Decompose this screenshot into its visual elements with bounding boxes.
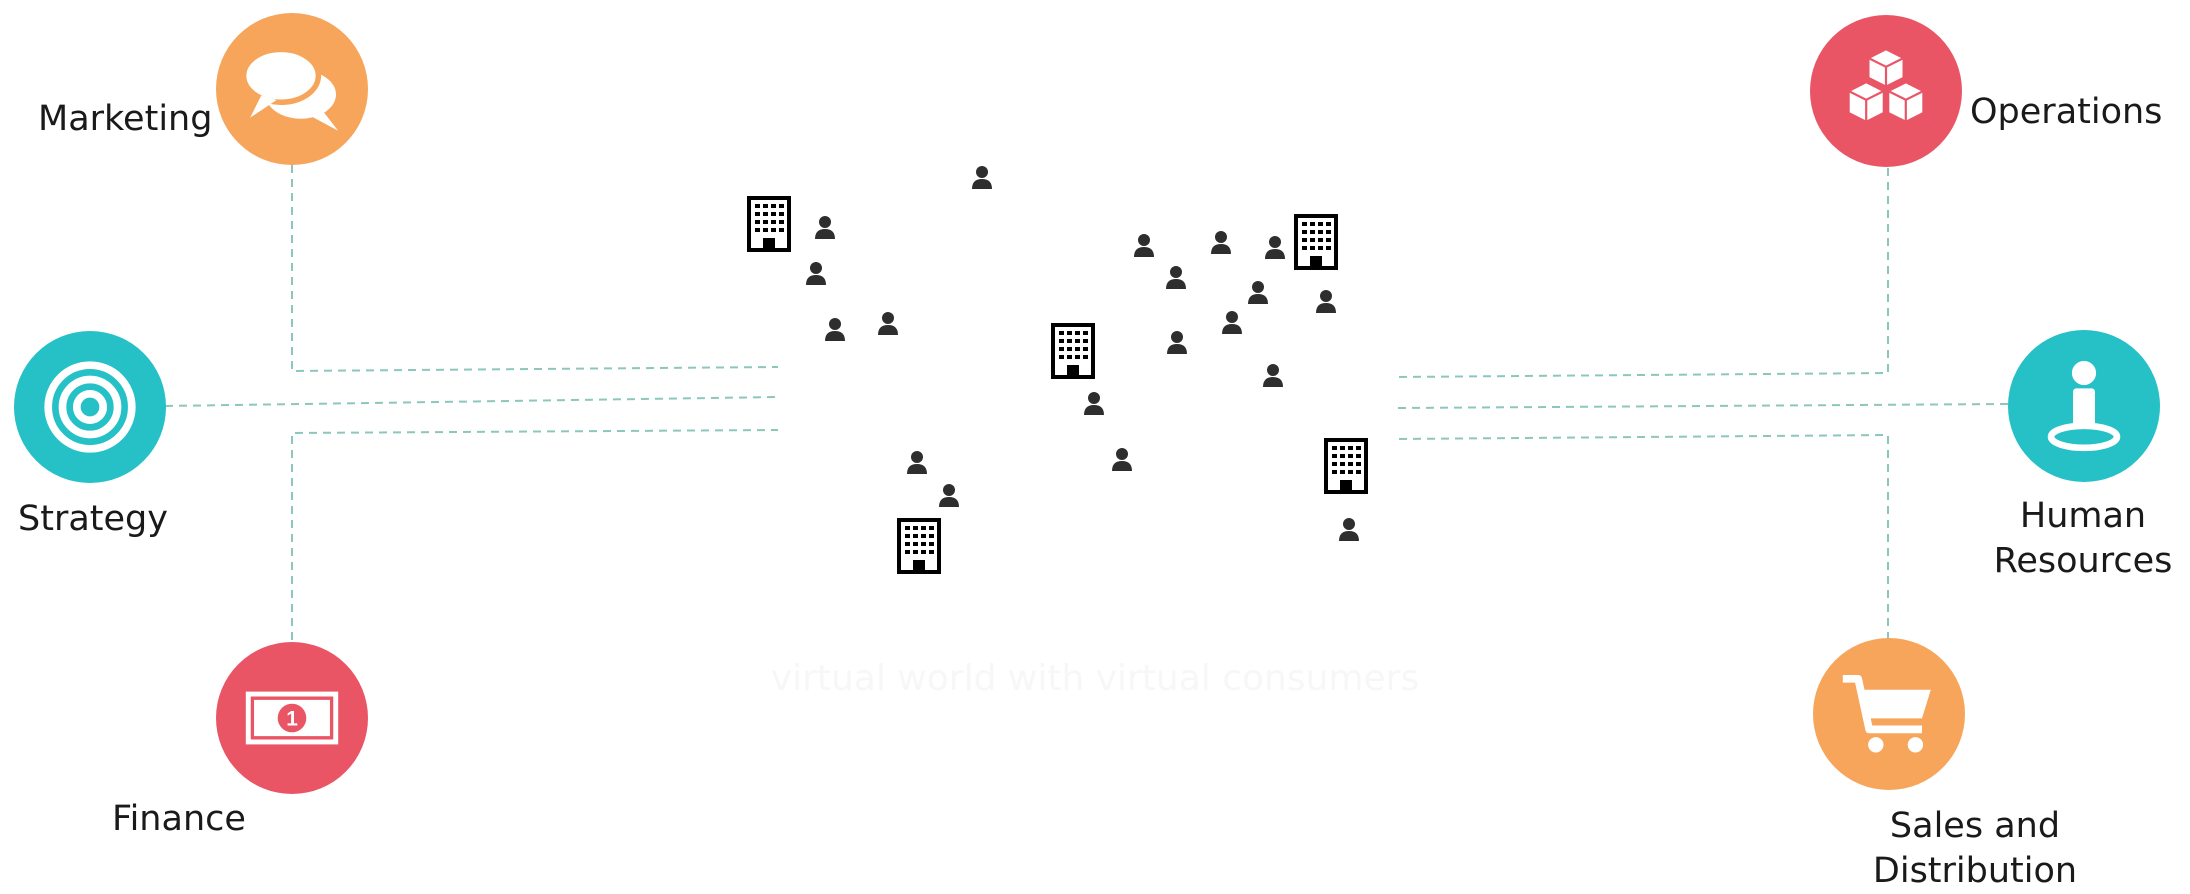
finance-node: 1 bbox=[216, 642, 368, 794]
person-icon bbox=[815, 216, 835, 239]
person-icon bbox=[972, 166, 992, 189]
target-icon bbox=[44, 361, 136, 453]
person-icon bbox=[1339, 518, 1359, 541]
operations-label: Operations bbox=[1970, 92, 2163, 132]
person-icon bbox=[825, 318, 845, 341]
building-icon bbox=[1051, 323, 1095, 379]
person-icon bbox=[1112, 448, 1132, 471]
person-icon bbox=[907, 451, 927, 474]
chat-bubbles-icon bbox=[240, 46, 339, 131]
building-icon bbox=[1324, 438, 1368, 494]
connector-finance bbox=[291, 429, 779, 640]
sales-distribution-label-line-2: Distribution bbox=[1872, 851, 2078, 891]
person-icon bbox=[1134, 234, 1154, 257]
person-icon bbox=[1248, 281, 1268, 304]
person-icon bbox=[1316, 290, 1336, 313]
building-icon bbox=[1294, 214, 1338, 270]
person-icon bbox=[1167, 331, 1187, 354]
connector-human-resources bbox=[1397, 403, 2009, 409]
marketing-node bbox=[216, 13, 368, 165]
marketing-label: Marketing bbox=[38, 99, 213, 139]
person-icon bbox=[1265, 236, 1285, 259]
person-icon bbox=[1222, 311, 1242, 334]
connector-sales bbox=[1397, 433, 1889, 640]
person-icon bbox=[1211, 231, 1231, 254]
connector-strategy bbox=[164, 396, 779, 407]
sales-distribution-label: Sales and Distribution bbox=[1840, 804, 2110, 894]
strategy-label: Strategy bbox=[18, 499, 168, 539]
strategy-node bbox=[14, 331, 166, 483]
shopping-cart-icon bbox=[1842, 674, 1931, 753]
person-icon bbox=[1166, 266, 1186, 289]
operations-node bbox=[1810, 15, 1962, 167]
cubes-icon bbox=[1847, 47, 1925, 124]
human-resources-label-line-1: Human bbox=[2019, 496, 2147, 536]
banknote-icon: 1 bbox=[245, 691, 339, 745]
sales-distribution-label-line-1: Sales and bbox=[1889, 806, 2061, 846]
person-pin-icon bbox=[2047, 360, 2121, 452]
connector-operations bbox=[1397, 168, 1889, 378]
svg-text:1: 1 bbox=[286, 708, 298, 731]
sales-distribution-node bbox=[1813, 638, 1965, 790]
person-icon bbox=[806, 262, 826, 285]
person-icon bbox=[1084, 392, 1104, 415]
human-resources-label-line-2: Resources bbox=[1993, 541, 2173, 581]
connector-marketing bbox=[291, 165, 779, 373]
person-icon bbox=[878, 312, 898, 335]
human-resources-node bbox=[2008, 330, 2160, 482]
building-icon bbox=[897, 518, 941, 574]
human-resources-label: Human Resources bbox=[1988, 494, 2178, 584]
building-icon bbox=[747, 196, 791, 252]
finance-label: Finance bbox=[112, 799, 246, 839]
person-icon bbox=[1263, 364, 1283, 387]
person-icon bbox=[939, 484, 959, 507]
virtual-world-caption: virtual world with virtual consumers bbox=[770, 658, 1420, 699]
